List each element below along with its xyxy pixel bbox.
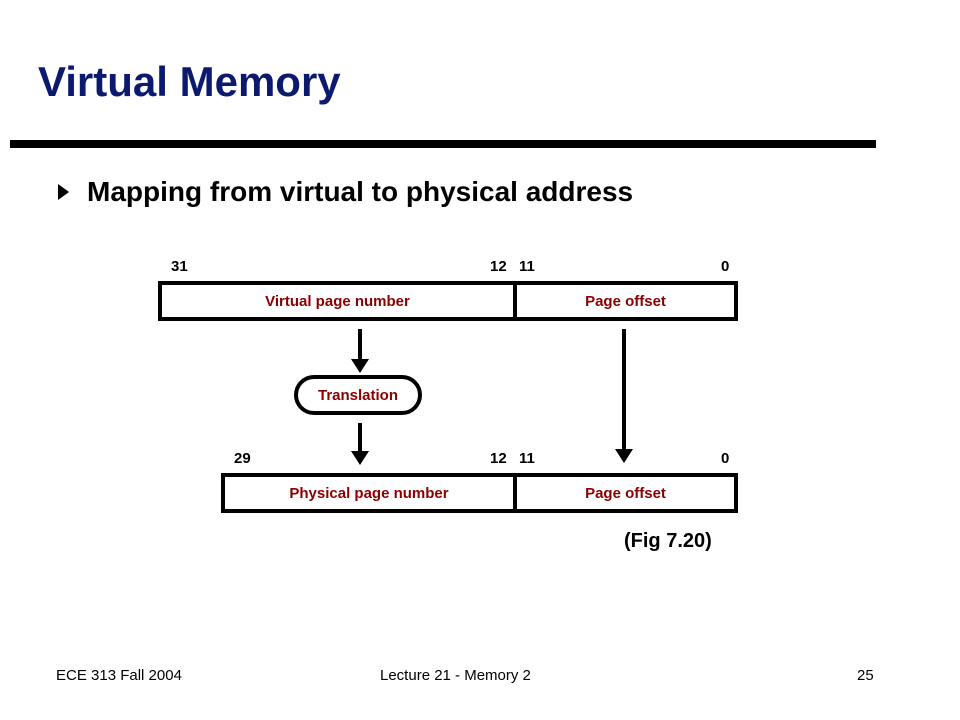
figure-reference: (Fig 7.20): [624, 530, 712, 552]
virtual-bit-0: 0: [721, 258, 730, 275]
bullet-text: Mapping from virtual to physical address: [87, 176, 634, 207]
arrow-from-translation-shaft: [358, 423, 362, 453]
physical-bit-11: 11: [519, 450, 535, 467]
bullet-arrow-icon: [58, 184, 69, 200]
virtual-field-divider: [513, 285, 517, 317]
slide-title: Virtual Memory: [38, 58, 341, 105]
physical-address-register: Physical page number Page offset: [221, 473, 738, 513]
footer-course: ECE 313 Fall 2004: [56, 667, 182, 684]
physical-page-number-field: Physical page number: [289, 484, 449, 502]
arrow-down-icon: [351, 451, 369, 465]
arrow-down-icon: [615, 449, 633, 463]
arrow-down-icon: [351, 359, 369, 373]
arrow-to-translation-shaft: [358, 329, 362, 361]
title-divider: [10, 140, 876, 148]
physical-field-divider: [513, 477, 517, 509]
virtual-page-offset-field: Page offset: [585, 292, 666, 310]
physical-bit-0: 0: [721, 450, 730, 467]
footer-page-number: 25: [857, 667, 874, 684]
physical-bit-12: 12: [490, 450, 507, 467]
offset-copy-arrow-shaft: [622, 329, 626, 451]
physical-page-offset-field: Page offset: [585, 484, 666, 502]
footer-lecture: Lecture 21 - Memory 2: [380, 667, 531, 684]
virtual-bit-12: 12: [490, 258, 507, 275]
virtual-address-register: Virtual page number Page offset: [158, 281, 738, 321]
bullet-item: Mapping from virtual to physical address: [58, 176, 633, 208]
virtual-page-number-field: Virtual page number: [265, 292, 410, 310]
virtual-bit-11: 11: [519, 258, 535, 275]
physical-bit-29: 29: [234, 450, 251, 467]
translation-block: Translation: [294, 375, 422, 415]
virtual-bit-31: 31: [171, 258, 188, 275]
